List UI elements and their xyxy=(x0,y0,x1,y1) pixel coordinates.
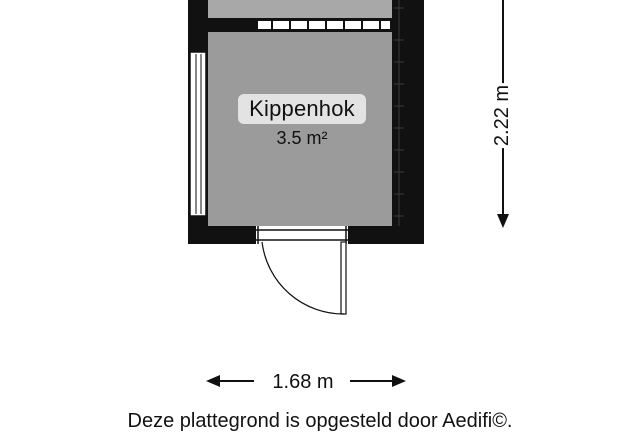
width-dimension-arrow xyxy=(206,375,406,387)
partition-hatch-lines xyxy=(271,21,381,29)
height-dimension: 2.22 m xyxy=(488,50,518,180)
left-window xyxy=(189,51,207,217)
room-floor xyxy=(208,32,392,226)
room-name-label: Kippenhok xyxy=(238,94,366,124)
partition-hatch xyxy=(258,21,390,29)
width-dimension-label: 1.68 m xyxy=(258,368,348,396)
door-swing-arc xyxy=(261,241,345,315)
room-area: 3.5 m² xyxy=(276,128,328,148)
door-leaf xyxy=(340,241,347,315)
door-opening xyxy=(256,226,348,244)
adjacent-room-floor xyxy=(208,0,392,18)
height-dimension-label: 2.22 m xyxy=(491,82,515,148)
right-wall-texture xyxy=(394,0,404,226)
footer-credit: Deze plattegrond is opgesteld door Aedif… xyxy=(127,410,513,432)
room-name: Kippenhok xyxy=(249,96,355,121)
